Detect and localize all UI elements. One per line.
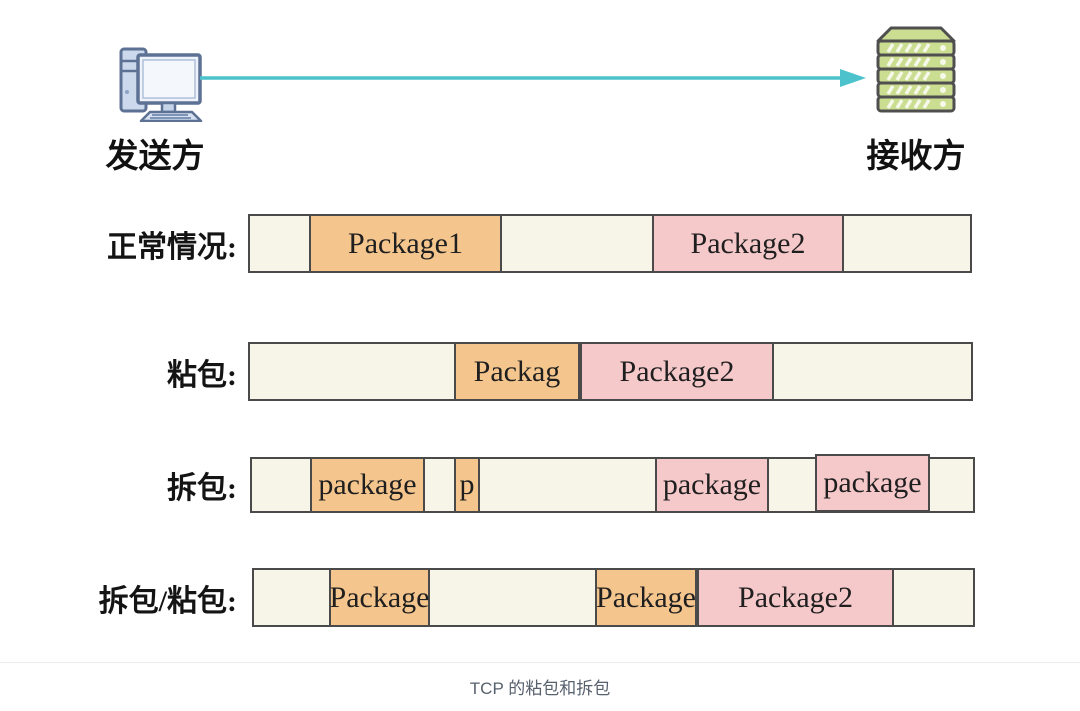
- bar-gap: [250, 344, 454, 399]
- bar-gap: [769, 459, 815, 511]
- sender-computer-icon: [119, 47, 203, 122]
- packet-segment: Package2: [697, 570, 894, 625]
- packet-segment: Packag: [454, 344, 580, 399]
- bar-gap: [430, 570, 595, 625]
- bar-gap: [425, 459, 454, 511]
- packet-segment: Package1: [309, 216, 502, 271]
- packet-segment: package: [655, 459, 769, 511]
- sender-label: 发送方: [105, 139, 205, 175]
- row-label-normal: 正常情况:: [107, 230, 237, 264]
- bar-gap: [252, 459, 310, 511]
- row-label-sticky: 粘包:: [167, 358, 237, 392]
- receiver-server-icon: [876, 26, 956, 113]
- row-label-split: 拆包:: [167, 472, 237, 505]
- receiver-label: 接收方: [866, 139, 966, 175]
- packet-segment: package: [815, 454, 930, 512]
- bar-gap: [254, 570, 329, 625]
- packet-segment: Package2: [580, 344, 774, 399]
- bar-gap: [480, 459, 655, 511]
- bar-gap: [844, 216, 970, 271]
- bar-split-packet: package p package package: [250, 454, 975, 513]
- transfer-arrow-icon: [200, 69, 866, 87]
- packet-segment: package: [310, 459, 425, 511]
- bar-gap: [250, 216, 309, 271]
- caption: TCP 的粘包和拆包: [469, 679, 611, 698]
- packet-segment: Package: [595, 570, 697, 625]
- row-label-split-sticky: 拆包/粘包:: [98, 584, 237, 618]
- bar-gap: [774, 344, 971, 399]
- bar-gap: [930, 459, 973, 511]
- bar-gap: [894, 570, 973, 625]
- packet-segment: Package: [329, 570, 430, 625]
- packet-segment: Package2: [652, 216, 844, 271]
- caption-divider: [0, 662, 1080, 663]
- bar-normal-case: Package1 Package2: [248, 214, 972, 273]
- packet-segment: p: [454, 459, 480, 511]
- bar-gap: [502, 216, 652, 271]
